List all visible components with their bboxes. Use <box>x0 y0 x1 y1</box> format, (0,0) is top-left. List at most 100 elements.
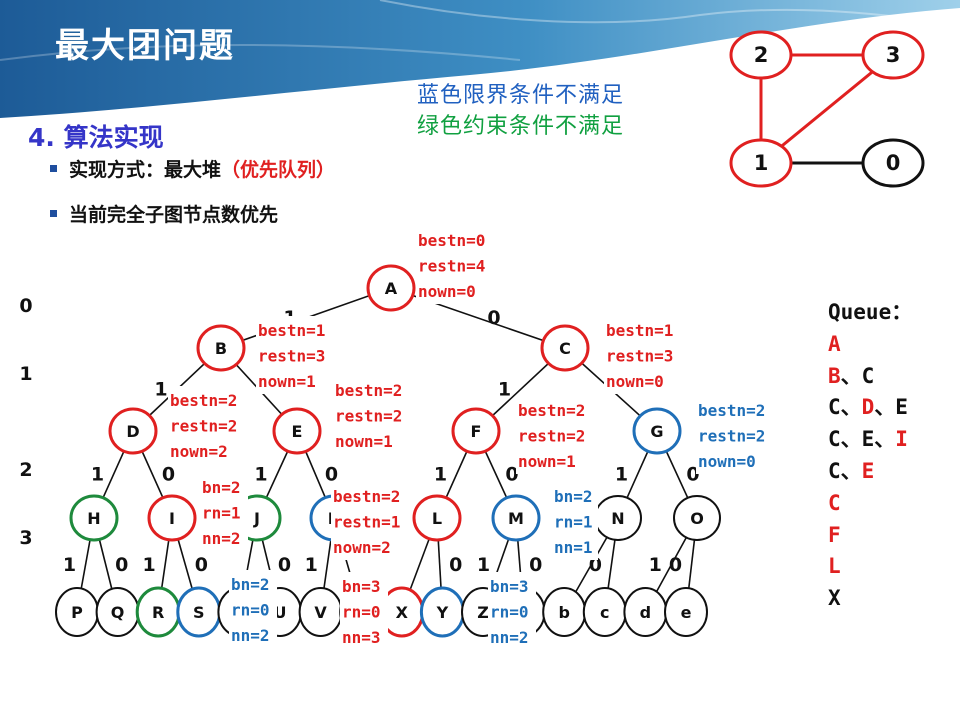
tree-node-S: S <box>176 586 222 638</box>
tree-node-label: G <box>650 422 663 441</box>
tree-edge-label: 1 <box>615 464 628 486</box>
queue-row: L <box>828 551 924 583</box>
node-annotation: bn=2 rn=0 nn=2 <box>229 570 277 648</box>
annotation-background <box>168 386 244 464</box>
tree-node-F: F <box>451 407 501 455</box>
annotation-line: nn=2 <box>490 628 529 647</box>
queue-title: Queue： <box>828 300 913 324</box>
graph-vertex-3: 3 <box>861 30 925 80</box>
annotation-line: bn=2 <box>231 575 270 594</box>
tree-node-label: O <box>690 509 704 528</box>
annotation-line: bestn=1 <box>258 321 325 340</box>
annotation-background <box>696 396 774 474</box>
tree-edge-label: 0 <box>162 464 175 486</box>
queue-row: C、D、E <box>828 392 924 424</box>
graph-vertex-circle <box>729 138 793 188</box>
annotation-background <box>200 473 248 551</box>
tree-node-label: S <box>193 603 205 622</box>
annotation-line: rn=0 <box>490 603 529 622</box>
annotation-background <box>229 570 277 648</box>
legend-blue: 蓝色限界条件不满足 <box>417 83 625 108</box>
annotation-line: bestn=2 <box>518 401 585 420</box>
graph-vertex-label: 3 <box>886 43 901 67</box>
annotation-line: nn=3 <box>342 628 381 647</box>
queue-row: C、E <box>828 456 924 488</box>
tree-edge-label: 0 <box>278 554 291 576</box>
tree-edge-label: 0 <box>487 307 500 329</box>
annotation-line: bestn=1 <box>606 321 673 340</box>
annotation-line: rn=1 <box>202 504 241 523</box>
annotation-line: nown=2 <box>170 442 228 461</box>
queue-row: B、C <box>828 361 924 393</box>
tree-node-circle <box>540 324 590 372</box>
annotation-background <box>416 226 494 304</box>
tree-node-circle <box>147 494 197 542</box>
annotation-line: nn=2 <box>231 626 270 645</box>
level-label-0: 0 <box>19 295 32 317</box>
tree-node-label: D <box>126 422 139 441</box>
queue-entry: F <box>828 522 841 547</box>
tree-node-label: Y <box>436 603 449 622</box>
legend-green: 绿色约束条件不满足 <box>417 114 625 139</box>
graph-vertex-label: 0 <box>886 151 901 175</box>
tree-node-b: b <box>542 587 587 637</box>
annotation-line: bn=2 <box>202 478 241 497</box>
annotation-line: restn=2 <box>698 427 765 446</box>
annotation-line: bn=2 <box>554 487 593 506</box>
queue-row: X <box>828 583 924 615</box>
annotation-line: restn=3 <box>606 347 673 366</box>
graph-vertex-label: 1 <box>754 151 769 175</box>
tree-edge-label: 1 <box>142 554 155 576</box>
bullet-implementation: 实现方式：最大堆（优先队列） <box>50 155 335 182</box>
annotation-line: nn=1 <box>554 538 593 557</box>
tree-node-label: R <box>152 603 164 622</box>
tree-node-H: H <box>69 494 119 542</box>
annotation-line: nn=2 <box>202 529 241 548</box>
annotation-line: rn=0 <box>231 601 270 620</box>
tree-node-label: V <box>314 603 327 622</box>
tree-node-circle <box>451 407 501 455</box>
queue-entry: I <box>895 427 908 452</box>
tree-node-Q: Q <box>95 587 140 637</box>
queue-entry: 、E <box>874 395 908 420</box>
node-annotation: bn=2rn=1nn=1 <box>552 482 598 560</box>
annotation-line: restn=4 <box>418 257 485 276</box>
tree-node-A: A <box>366 264 416 312</box>
tree-edge-label: 0 <box>115 554 128 576</box>
graph-edge-1-3 <box>760 53 894 165</box>
graph-vertex-2: 2 <box>729 30 793 80</box>
tree-node-e: e <box>664 587 708 637</box>
tree-edge-label: 0 <box>449 554 462 576</box>
tree-node-label: H <box>87 509 100 528</box>
tree-node-B: B <box>196 324 246 372</box>
tree-node-C: C <box>540 324 590 372</box>
tree-edge-label: 1 <box>63 554 76 576</box>
bullet-text: 实现方式：最大堆 <box>69 159 222 181</box>
graph-vertex-0: 0 <box>861 138 925 188</box>
graph-vertex-1: 1 <box>729 138 793 188</box>
tree-node-V: V <box>298 587 343 637</box>
bullet-emphasis: （优先队列） <box>221 159 336 181</box>
tree-node-N: N <box>594 495 642 541</box>
tree-node-O: O <box>673 495 721 541</box>
annotation-line: restn=2 <box>335 407 402 426</box>
annotation-background <box>488 572 536 650</box>
tree-edge-label: 0 <box>325 464 338 486</box>
tree-node-label: c <box>600 603 609 622</box>
tree-node-G: G <box>632 407 682 455</box>
tree-node-circle <box>196 324 246 372</box>
queue-entry: L <box>828 554 841 579</box>
level-label-2: 2 <box>19 459 32 481</box>
graph-vertex-circle <box>861 138 925 188</box>
node-annotation: bn=3rn=0nn=2 <box>488 572 536 650</box>
bullet-square-icon <box>50 165 57 172</box>
tree-node-c: c <box>582 587 627 637</box>
bullet-text: 当前完全子图节点数优先 <box>69 204 279 226</box>
tree-node-circle <box>664 587 708 637</box>
